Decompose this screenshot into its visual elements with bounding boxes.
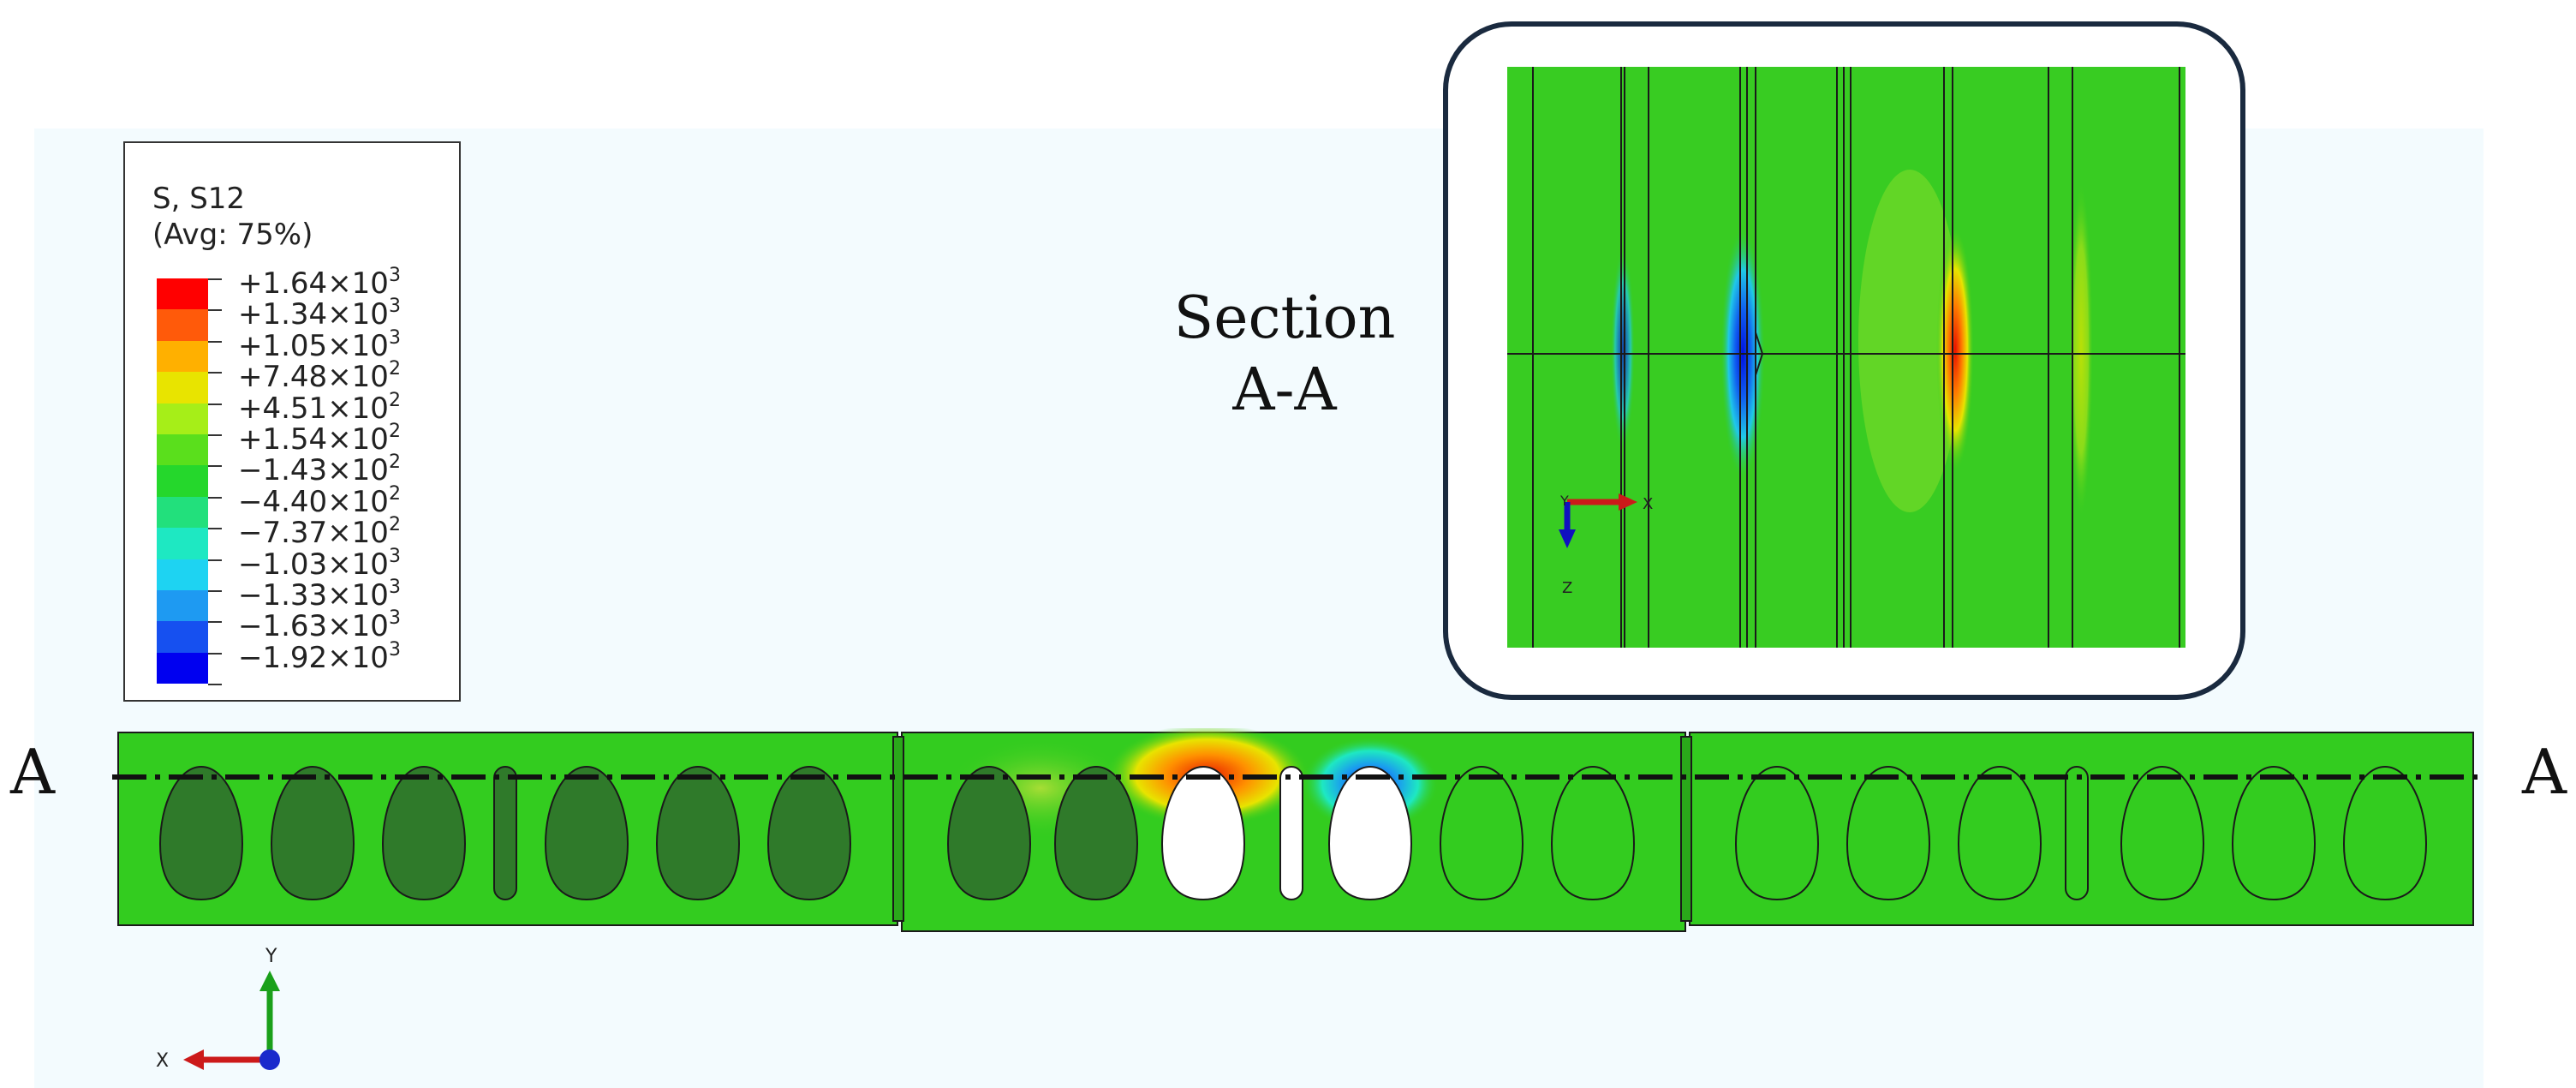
- axis-y-label: Y: [265, 946, 277, 967]
- contour-blue-faint: [1611, 247, 1635, 452]
- hollow-core: [381, 765, 467, 901]
- solid-core: [493, 766, 517, 900]
- hollow-core: [544, 765, 629, 901]
- axis-x-label: X: [156, 1050, 169, 1072]
- legend-value: +1.05×103: [238, 326, 401, 363]
- section-title-line2: A-A: [1232, 356, 1337, 424]
- legend-value: −4.40×102: [238, 482, 401, 519]
- legend-swatch: [157, 434, 208, 466]
- hollow-core: [1439, 765, 1524, 901]
- hollow-core: [270, 765, 355, 901]
- legend-value: −1.43×102: [238, 451, 401, 488]
- hollow-core: [655, 765, 741, 901]
- legend-tick: [208, 372, 222, 374]
- legend-value: +4.51×102: [238, 389, 401, 426]
- hollow-core: [1053, 765, 1139, 901]
- legend-swatch: [157, 621, 208, 653]
- legend-value: −7.37×102: [238, 514, 401, 551]
- legend-value: +1.64×103: [238, 265, 401, 301]
- legend-value: −1.92×103: [238, 638, 401, 675]
- legend-value: −1.63×103: [238, 607, 401, 644]
- legend-swatch: [157, 559, 208, 590]
- section-view: X Z Y: [1507, 67, 2185, 648]
- legend-swatch: [157, 590, 208, 622]
- legend-swatch: [157, 465, 208, 497]
- contour-red-peak: [1936, 225, 1974, 474]
- inset-axis-x-label: X: [1643, 495, 1653, 513]
- legend-tick: [208, 684, 222, 686]
- legend-tick: [208, 465, 222, 468]
- hollow-core: [2120, 765, 2205, 901]
- hollow-core: [1846, 765, 1931, 901]
- legend-tick: [208, 528, 222, 530]
- hollow-core: [766, 765, 852, 901]
- legend-tick: [208, 559, 222, 561]
- legend-value: −1.33×103: [238, 577, 401, 613]
- legend-swatch: [157, 403, 208, 434]
- legend-swatch: [157, 309, 208, 341]
- legend-tick: [208, 621, 222, 624]
- inset-axis-y-label: Y: [1559, 493, 1569, 509]
- axis-triad: Y X: [156, 946, 280, 1072]
- legend-subtitle: (Avg: 75%): [152, 218, 313, 252]
- legend-swatch: [157, 278, 208, 310]
- section-mark-right: A: [2522, 736, 2567, 808]
- hollow-core: [1327, 765, 1413, 901]
- legend-tick: [208, 403, 222, 405]
- legend-swatch: [157, 372, 208, 404]
- axis-origin: [259, 1049, 280, 1070]
- joint-left: [892, 736, 904, 922]
- hollow-core: [158, 765, 244, 901]
- section-edges: [1507, 67, 2185, 648]
- contour-yellow-band: [2069, 178, 2093, 521]
- hollow-core: [1957, 765, 2042, 901]
- contour-legend: S, S12 (Avg: 75%) +1.64×103+1.34×103+1.0…: [123, 141, 461, 702]
- section-title: Section A-A: [1122, 283, 1447, 427]
- hollow-core: [1160, 765, 1246, 901]
- hollow-core: [946, 765, 1032, 901]
- legend-tick: [208, 496, 222, 499]
- legend-tick: [208, 278, 222, 280]
- legend-value: +1.54×102: [238, 421, 401, 457]
- inset-axis-z-label: Z: [1562, 579, 1572, 597]
- section-mark-left: A: [10, 736, 55, 808]
- legend-tick: [208, 434, 222, 436]
- legend-swatch: [157, 340, 208, 373]
- legend-value: +1.34×103: [238, 296, 401, 332]
- legend-value: −1.03×103: [238, 545, 401, 582]
- joint-right: [1680, 736, 1692, 922]
- hollow-cores: [158, 765, 2428, 901]
- legend-tick: [208, 590, 222, 592]
- legend-tick: [208, 309, 222, 312]
- hollow-core: [1550, 765, 1636, 901]
- legend-tick: [208, 340, 222, 343]
- contour-light-region: [1858, 170, 1961, 512]
- slab-model: [107, 728, 2484, 932]
- legend-swatch: [157, 496, 208, 529]
- solid-core: [2065, 766, 2089, 900]
- section-title-line1: Section: [1173, 284, 1396, 352]
- legend-tick: [208, 652, 222, 655]
- legend-swatch: [157, 528, 208, 559]
- legend-swatch: [157, 652, 208, 684]
- inset-axis-triad: X Z Y: [1559, 493, 1653, 597]
- legend-value: +7.48×102: [238, 358, 401, 395]
- hollow-core: [1734, 765, 1820, 901]
- hollow-core: [2231, 765, 2317, 901]
- solid-core: [1279, 766, 1303, 900]
- legend-title: S, S12: [152, 182, 246, 216]
- hollow-core: [2342, 765, 2428, 901]
